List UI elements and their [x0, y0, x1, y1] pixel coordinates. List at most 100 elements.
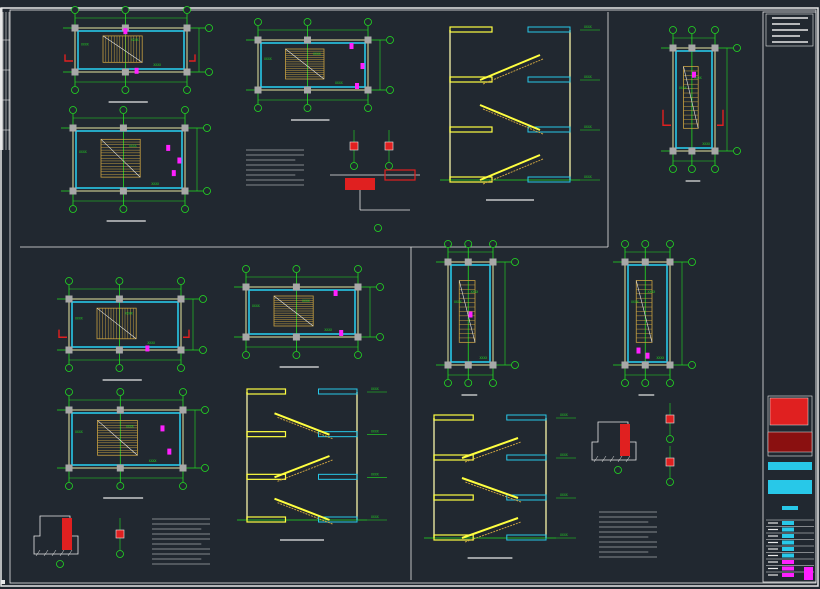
section-marker	[171, 170, 176, 177]
stair-arrow	[97, 420, 138, 456]
stair-flight-line	[461, 517, 519, 539]
axis-bubble-icon	[688, 361, 696, 369]
column	[464, 258, 472, 266]
beam-outline	[248, 289, 356, 335]
column	[292, 333, 300, 341]
red-marker	[64, 54, 73, 62]
axis-bubble-icon	[183, 86, 191, 94]
section-marker	[645, 352, 650, 359]
column	[292, 283, 300, 291]
title-block-cell	[782, 534, 794, 538]
column	[304, 86, 311, 94]
column	[444, 258, 452, 266]
column	[254, 86, 262, 94]
room-label: XXXX	[631, 300, 639, 304]
room-label: XXXX	[702, 142, 710, 146]
room-label: XXXX	[648, 290, 656, 294]
stair-hatch	[482, 108, 544, 135]
column	[179, 406, 187, 414]
axis-bubble-icon	[733, 147, 741, 155]
stair-flight-line	[479, 54, 541, 81]
axis-bubble-icon	[115, 364, 124, 372]
floor-beam	[527, 76, 571, 83]
axis-bubble-icon	[511, 258, 519, 266]
axis-bubble-icon	[121, 6, 130, 14]
axis-bubble-icon	[621, 379, 629, 387]
detail-section	[665, 414, 675, 424]
axis-bubble-icon	[65, 482, 73, 490]
column	[177, 346, 185, 354]
room-label: XXXX	[454, 300, 462, 304]
column	[119, 187, 127, 195]
column-detail	[115, 518, 125, 558]
axis-bubble-icon	[181, 106, 189, 114]
room-label: XXXX	[151, 182, 159, 186]
axis-bubble-icon	[205, 68, 213, 76]
floor-slab	[449, 126, 493, 133]
wall-outline	[72, 127, 186, 192]
level-label: XXXX	[584, 125, 592, 129]
axis-bubble-icon	[364, 104, 372, 112]
company-name-box	[767, 431, 813, 453]
axis-bubble-icon	[199, 346, 207, 354]
column	[641, 361, 649, 369]
detail-section	[665, 457, 675, 467]
drawing-number-bar	[782, 506, 798, 510]
title-block-cell	[782, 560, 794, 564]
project-name-bar	[768, 462, 812, 470]
room-label: XXXX	[81, 43, 89, 47]
floor-slab	[246, 431, 287, 438]
axis-bubble-icon	[119, 106, 128, 114]
column-detail	[384, 130, 394, 170]
axis-bubble-icon	[666, 379, 674, 387]
level-label: XXXX	[560, 493, 568, 497]
circle-marker-icon	[116, 550, 124, 558]
column	[177, 295, 185, 303]
column	[621, 361, 629, 369]
column	[711, 147, 719, 155]
room-label: XXXX	[480, 356, 488, 360]
stair-hatch	[464, 521, 522, 543]
column-detail	[665, 446, 675, 486]
axis-bubble-icon	[116, 388, 125, 396]
section-marker	[145, 345, 150, 352]
beam-outline	[75, 130, 183, 189]
floor-slab	[246, 516, 287, 523]
room-label: XXXX	[129, 144, 137, 148]
axis-bubble-icon	[183, 6, 191, 14]
title-block-cell	[782, 553, 794, 558]
axis-bubble-icon	[199, 295, 207, 303]
section-marker	[360, 63, 365, 69]
column	[65, 295, 73, 303]
red-marker	[717, 109, 724, 126]
floor-slab	[449, 176, 493, 183]
stair-arrow	[683, 66, 699, 129]
section-marker	[123, 28, 128, 35]
landing-detail	[330, 169, 420, 232]
column	[116, 464, 124, 472]
axis-bubble-icon	[242, 351, 250, 359]
floor-slab	[246, 473, 287, 480]
floor-slab	[449, 76, 493, 83]
wall-outline	[245, 286, 359, 338]
general-notes	[246, 149, 304, 186]
column	[65, 406, 73, 414]
beam-outline	[260, 42, 366, 88]
floor-beam	[506, 454, 547, 461]
stair-flight-line	[461, 477, 519, 499]
level-label: XXXX	[371, 515, 379, 519]
footing-detail	[591, 421, 637, 474]
detail-section	[384, 141, 394, 151]
column	[115, 295, 123, 303]
sheet-divider-lines	[20, 12, 609, 580]
drawing-name-bar	[768, 480, 812, 494]
column	[666, 361, 674, 369]
axis-bubble-icon	[303, 18, 312, 26]
section-marker	[636, 347, 641, 354]
title-block-cell	[782, 547, 794, 551]
